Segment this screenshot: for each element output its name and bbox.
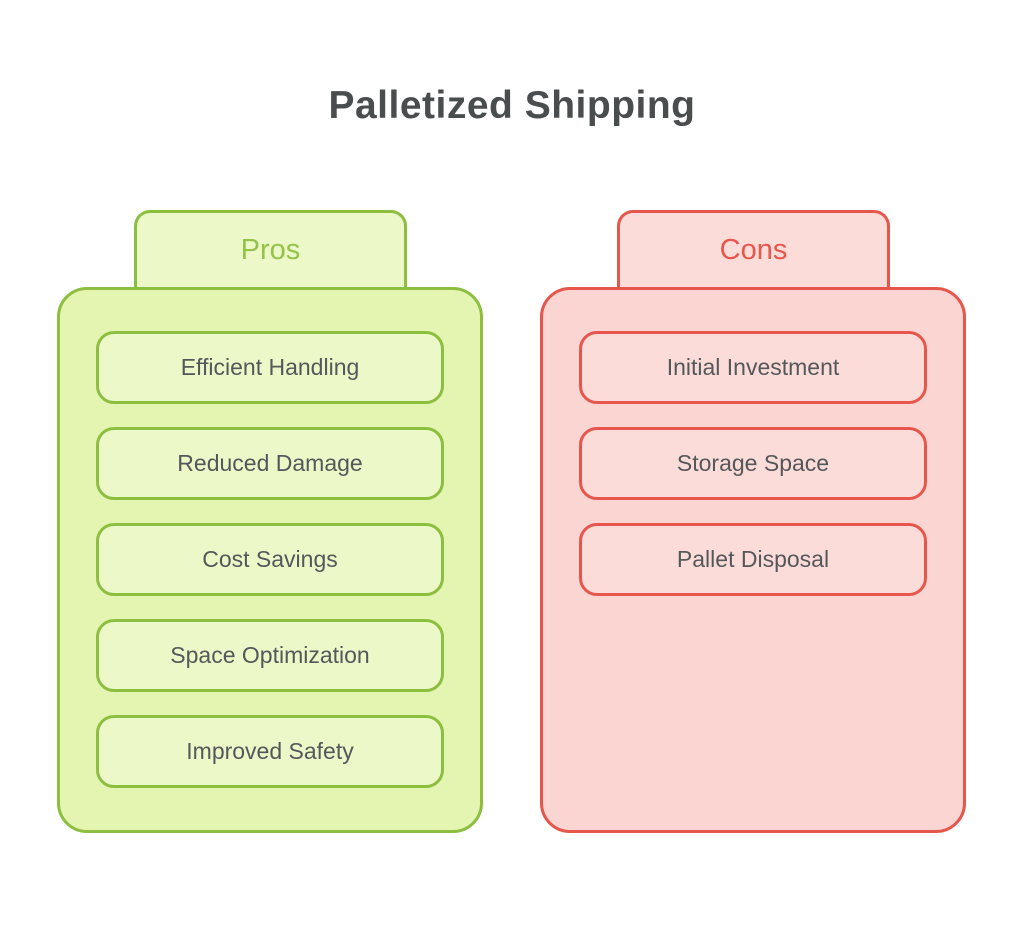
pros-container: Efficient Handling Reduced Damage Cost S… bbox=[57, 287, 483, 833]
cons-item-label: Storage Space bbox=[676, 450, 830, 476]
cons-item-label: Initial Investment bbox=[666, 354, 840, 380]
pros-header-label: Pros bbox=[240, 233, 301, 266]
pros-item-label: Improved Safety bbox=[186, 738, 354, 764]
pros-item-label: Efficient Handling bbox=[180, 354, 360, 380]
pros-item-space-optimization: Space Optimization bbox=[96, 619, 444, 692]
pros-item-label: Cost Savings bbox=[202, 546, 338, 572]
cons-item-pallet-disposal: Pallet Disposal bbox=[579, 523, 927, 596]
pros-item-efficient-handling: Efficient Handling bbox=[96, 331, 444, 404]
cons-header: Cons bbox=[617, 210, 890, 287]
diagram-title: Palletized Shipping bbox=[328, 84, 696, 127]
pros-item-label: Space Optimization bbox=[170, 642, 370, 668]
cons-item-storage-space: Storage Space bbox=[579, 427, 927, 500]
pros-item-reduced-damage: Reduced Damage bbox=[96, 427, 444, 500]
cons-item-initial-investment: Initial Investment bbox=[579, 331, 927, 404]
pros-item-improved-safety: Improved Safety bbox=[96, 715, 444, 788]
pros-item-label: Reduced Damage bbox=[177, 450, 363, 476]
cons-item-label: Pallet Disposal bbox=[676, 546, 830, 572]
pros-item-cost-savings: Cost Savings bbox=[96, 523, 444, 596]
cons-header-label: Cons bbox=[719, 233, 788, 266]
pros-header: Pros bbox=[134, 210, 407, 287]
cons-container: Initial Investment Storage Space Pallet … bbox=[540, 287, 966, 833]
